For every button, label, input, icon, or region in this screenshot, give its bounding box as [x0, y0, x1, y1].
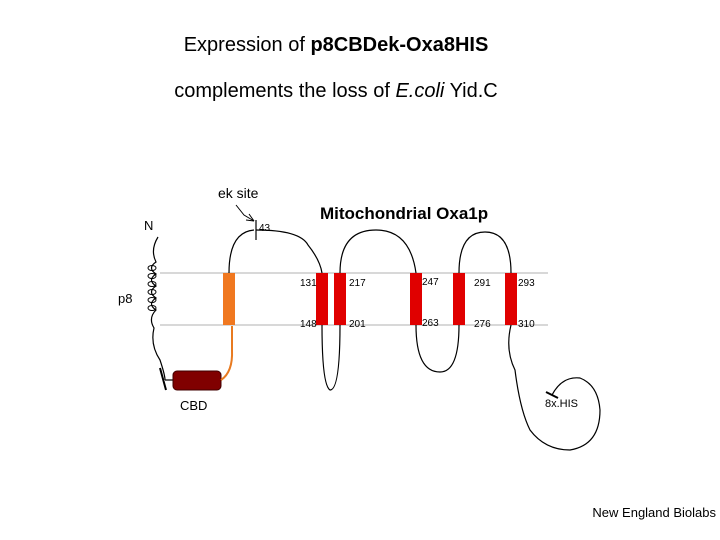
construct-name: p8CBDek-Oxa8HIS [310, 34, 489, 56]
residue-bottom-1: 148 [300, 319, 317, 330]
p8-transmembrane-helix [223, 273, 235, 325]
his-tag-tick-mark [545, 391, 559, 399]
loop-tm1-tm2 [321, 324, 341, 391]
tm-helix-3 [410, 273, 422, 325]
residue-top-4: 291 [474, 278, 491, 289]
residue-bottom-3: 263 [422, 318, 439, 329]
title-line-2-suffix: Yid.C [444, 80, 498, 102]
p8-coil [147, 265, 157, 311]
tm-helix-1 [316, 273, 328, 325]
c-terminal-tail [508, 324, 601, 451]
residue-top-5: 293 [518, 278, 535, 289]
ek-site-arrowhead [245, 213, 255, 222]
cbd-tick-mark [159, 367, 167, 391]
ek-site-label: ek site [218, 185, 259, 201]
title-line-2: complements the loss of E.coli Yid.C [0, 80, 672, 103]
loop-tm4-tm5 [458, 231, 512, 274]
title-line-1-prefix: Expression of [183, 34, 311, 56]
residue-numbers-bottom: 148 201 263 276 310 [300, 318, 535, 330]
cbd-domain-box [172, 370, 222, 391]
loop-to-ek-site [228, 229, 255, 274]
his-tag-label: 8x.HIS [545, 398, 578, 410]
organism-name: E.coli [395, 80, 445, 102]
title-line-2-prefix: complements the loss of [174, 80, 396, 102]
ek-site-arrow [235, 204, 255, 222]
cbd-label: CBD [180, 398, 207, 413]
residue-top-3: 247 [422, 277, 439, 288]
loop-tm3-tm4 [415, 324, 460, 373]
n-terminus-label: N [144, 218, 153, 233]
tm-helix-4 [453, 273, 465, 325]
residue-top-1: 131 [300, 278, 317, 289]
protein-name-label: Mitochondrial Oxa1p [320, 204, 488, 223]
title-line-1: Expression of p8CBDek-Oxa8HIS [0, 34, 672, 57]
residue-bottom-2: 201 [349, 319, 366, 330]
n-terminal-chain [150, 236, 166, 381]
p8-label: p8 [118, 291, 132, 306]
footer-credit: New England Biolabs [592, 505, 716, 520]
residue-top-2: 217 [349, 278, 366, 289]
tm-helix-5 [505, 273, 517, 325]
residue-numbers-top: 131 217 247 291 293 [300, 277, 535, 289]
p8-linker [220, 326, 234, 381]
residue-bottom-5: 310 [518, 319, 535, 330]
n-terminal-loop [255, 229, 323, 274]
residue-bottom-4: 276 [474, 319, 491, 330]
tm-helix-2 [334, 273, 346, 325]
loop-tm2-tm3 [339, 229, 417, 274]
tm-helices [316, 273, 517, 325]
residue-43-label: 43 [259, 223, 271, 234]
